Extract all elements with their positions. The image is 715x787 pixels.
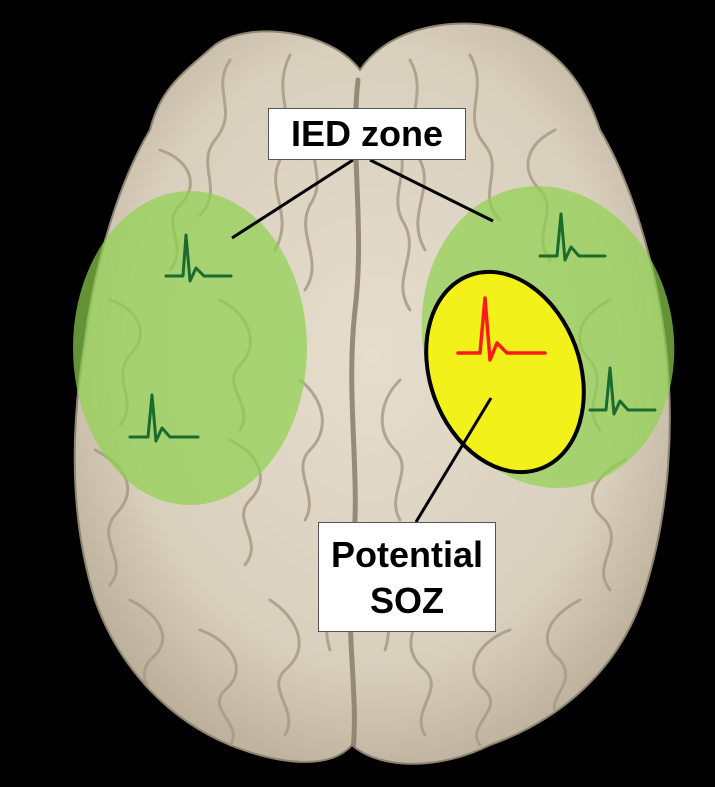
potential-soz-label-line2: SOZ xyxy=(319,578,495,624)
potential-soz-label: Potential SOZ xyxy=(318,522,496,632)
ied-zone-left xyxy=(73,191,307,505)
ied-zone-label: IED zone xyxy=(268,108,466,160)
potential-soz-label-line1: Potential xyxy=(319,532,495,578)
